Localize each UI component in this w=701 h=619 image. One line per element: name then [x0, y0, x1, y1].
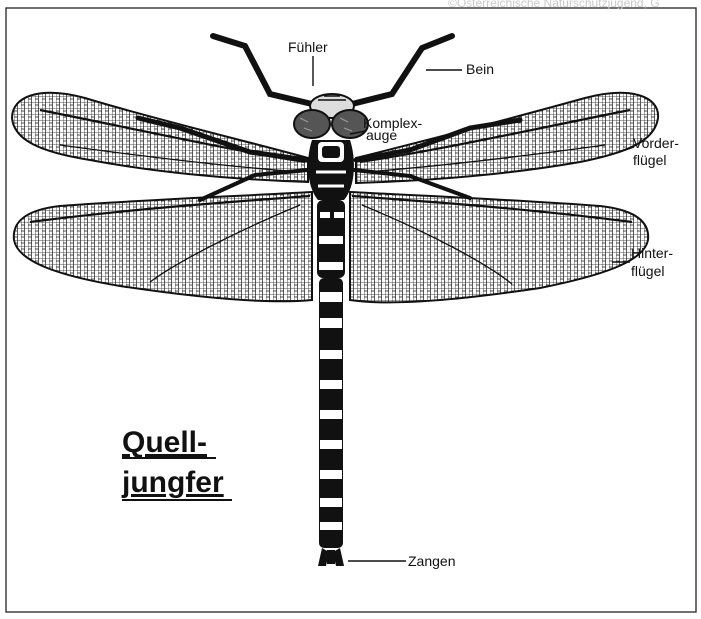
- left-compound-eye: [294, 110, 330, 138]
- thorax: [308, 140, 354, 200]
- title-line1: Quell-: [122, 426, 207, 459]
- title-line2: jungfer: [121, 466, 224, 499]
- left-forewing: [12, 93, 308, 182]
- compound-eye-label-line2: auge: [366, 127, 397, 143]
- antenna-label: Fühler: [288, 39, 328, 55]
- claspers-shape: [318, 548, 344, 566]
- left-hindwing: [14, 192, 312, 301]
- right-hindwing: [350, 192, 648, 302]
- forewing-label-line1: Vorder-: [633, 135, 679, 151]
- right-forewing: [356, 93, 658, 183]
- hindwing-label-line1: Hinter-: [631, 245, 673, 261]
- abdomen: [317, 200, 345, 566]
- copyright-text: ©Österreichische Naturschutzjugend, G: [448, 0, 660, 10]
- leg-label: Bein: [466, 61, 494, 77]
- forewing-label-line2: flügel: [633, 152, 666, 168]
- hindwing-label-line2: flügel: [631, 263, 664, 279]
- claspers-label: Zangen: [408, 553, 455, 569]
